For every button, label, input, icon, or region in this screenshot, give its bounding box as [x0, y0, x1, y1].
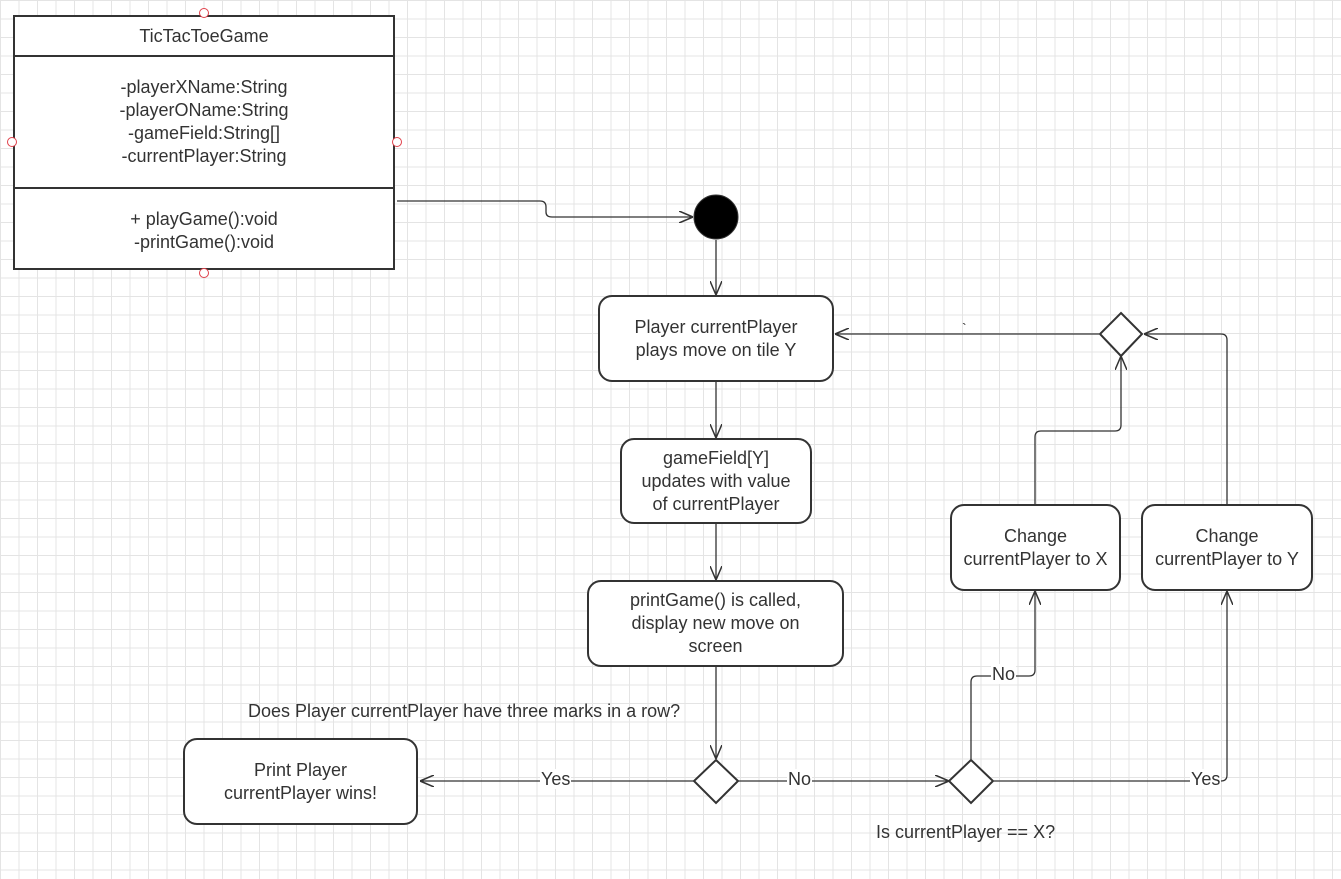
- edge-label-yes-win: Yes: [540, 769, 572, 789]
- print-game-line-3: screen: [688, 636, 743, 656]
- win-decision-diamond: [692, 758, 740, 805]
- attribute-player-x-name: -playerXName:String: [120, 77, 288, 97]
- connector-change-x-to-merge: [1034, 357, 1121, 504]
- merge-diamond: [1098, 311, 1144, 358]
- edge-label-yes-change: Yes: [1190, 769, 1222, 789]
- operation-print-game: -printGame():void: [133, 231, 275, 252]
- print-game-line-2: display new move on: [631, 613, 800, 633]
- connection-anchor-left[interactable]: [7, 137, 17, 147]
- start-node: [693, 194, 739, 240]
- change-to-y-line-2: currentPlayer to Y: [1155, 548, 1299, 569]
- attribute-current-player: -currentPlayer:String: [121, 146, 287, 166]
- attribute-game-field: -gameField:String[]: [127, 123, 281, 143]
- change-to-y-node[interactable]: Change currentPlayer to Y: [1141, 504, 1313, 591]
- edge-label-no-change: No: [991, 664, 1017, 684]
- play-move-line-2: plays move on tile Y: [635, 339, 797, 360]
- print-winner-node[interactable]: Print Player currentPlayer wins!: [183, 738, 418, 825]
- update-field-line-2: updates with value: [641, 470, 791, 491]
- change-to-x-line-1: Change: [1003, 525, 1068, 546]
- print-winner-line-2: currentPlayer wins!: [223, 782, 378, 803]
- change-to-x-line-2: currentPlayer to X: [963, 548, 1108, 569]
- uml-attributes: -playerXName:String -playerOName:String …: [15, 57, 393, 189]
- update-field-line-3: of currentPlayer: [652, 493, 780, 514]
- edge-label-no-continue: No: [787, 769, 813, 789]
- print-game-node[interactable]: printGame() is called, display new move …: [587, 580, 844, 667]
- stray-mark: `: [962, 320, 967, 336]
- player-decision-diamond: [947, 758, 995, 805]
- three-in-row-question: Does Player currentPlayer have three mar…: [248, 701, 681, 721]
- attribute-player-o-name: -playerOName:String: [119, 100, 289, 120]
- update-field-line-1: gameField[Y]: [662, 447, 770, 468]
- change-to-x-node[interactable]: Change currentPlayer to X: [950, 504, 1121, 591]
- connection-anchor-top[interactable]: [199, 8, 209, 18]
- play-move-node[interactable]: Player currentPlayer plays move on tile …: [598, 295, 834, 382]
- play-move-line-1: Player currentPlayer: [634, 316, 798, 337]
- operation-play-game: + playGame():void: [130, 208, 278, 229]
- connector-change-y-to-merge: [1145, 334, 1228, 504]
- change-to-y-line-1: Change: [1195, 525, 1259, 546]
- update-field-node[interactable]: gameField[Y] updates with value of curre…: [620, 438, 812, 524]
- current-x-question: Is currentPlayer == X?: [876, 822, 1056, 842]
- uml-class-name: TicTacToeGame: [15, 17, 393, 57]
- print-winner-line-1: Print Player: [253, 759, 348, 780]
- connector-class-to-start: [397, 200, 692, 217]
- connection-anchor-bottom[interactable]: [199, 268, 209, 278]
- connector-yes-to-change-y: [994, 592, 1227, 782]
- connection-anchor-right[interactable]: [392, 137, 402, 147]
- uml-class-box[interactable]: TicTacToeGame -playerXName:String -playe…: [13, 15, 395, 270]
- uml-operations: + playGame():void -printGame():void: [15, 189, 393, 272]
- print-game-line-1: printGame() is called,: [629, 590, 802, 610]
